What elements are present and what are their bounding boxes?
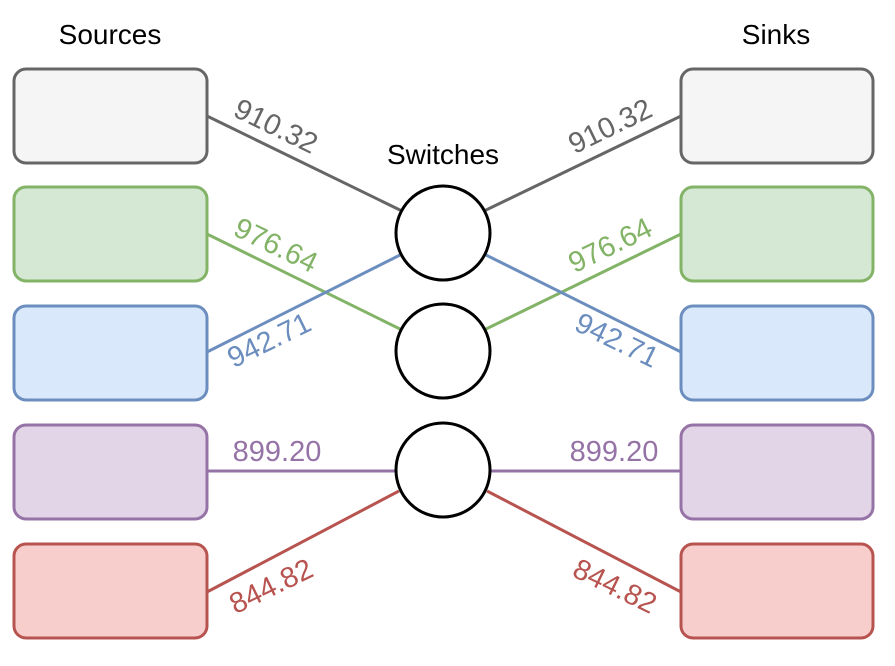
edge-gray-source xyxy=(206,114,403,213)
source-box-gray xyxy=(12,67,209,165)
edge-red-source xyxy=(206,489,400,594)
label-red-sink: 844.82 xyxy=(568,553,662,621)
label-purple-sink: 899.20 xyxy=(570,436,659,468)
switch-node-3 xyxy=(394,421,492,519)
label-blue-sink: 942.71 xyxy=(570,307,664,375)
source-box-green xyxy=(12,185,209,283)
source-box-red xyxy=(12,542,209,640)
label-blue-source: 942.71 xyxy=(223,307,317,375)
sink-box-green xyxy=(679,185,875,283)
sink-box-red xyxy=(679,542,875,640)
label-purple-source: 899.20 xyxy=(233,436,322,468)
edge-blue-sink xyxy=(485,253,682,354)
edge-blue-source xyxy=(206,253,401,354)
label-red-source: 844.82 xyxy=(225,553,319,621)
sources-header: Sources xyxy=(59,19,162,50)
sinks-header: Sinks xyxy=(742,19,810,50)
switch-node-1 xyxy=(394,184,492,282)
sink-box-gray xyxy=(679,67,875,165)
edge-green-sink xyxy=(485,232,682,331)
label-green-source: 976.64 xyxy=(229,212,323,280)
sink-box-blue xyxy=(679,304,875,402)
source-box-purple xyxy=(12,423,209,521)
source-box-blue xyxy=(12,304,209,402)
edge-gray-sink xyxy=(483,114,682,213)
switches-header: Switches xyxy=(387,139,499,170)
edge-red-sink xyxy=(486,489,682,594)
switch-node-2 xyxy=(394,302,492,400)
sink-box-purple xyxy=(679,423,875,521)
edge-green-source xyxy=(206,232,401,331)
